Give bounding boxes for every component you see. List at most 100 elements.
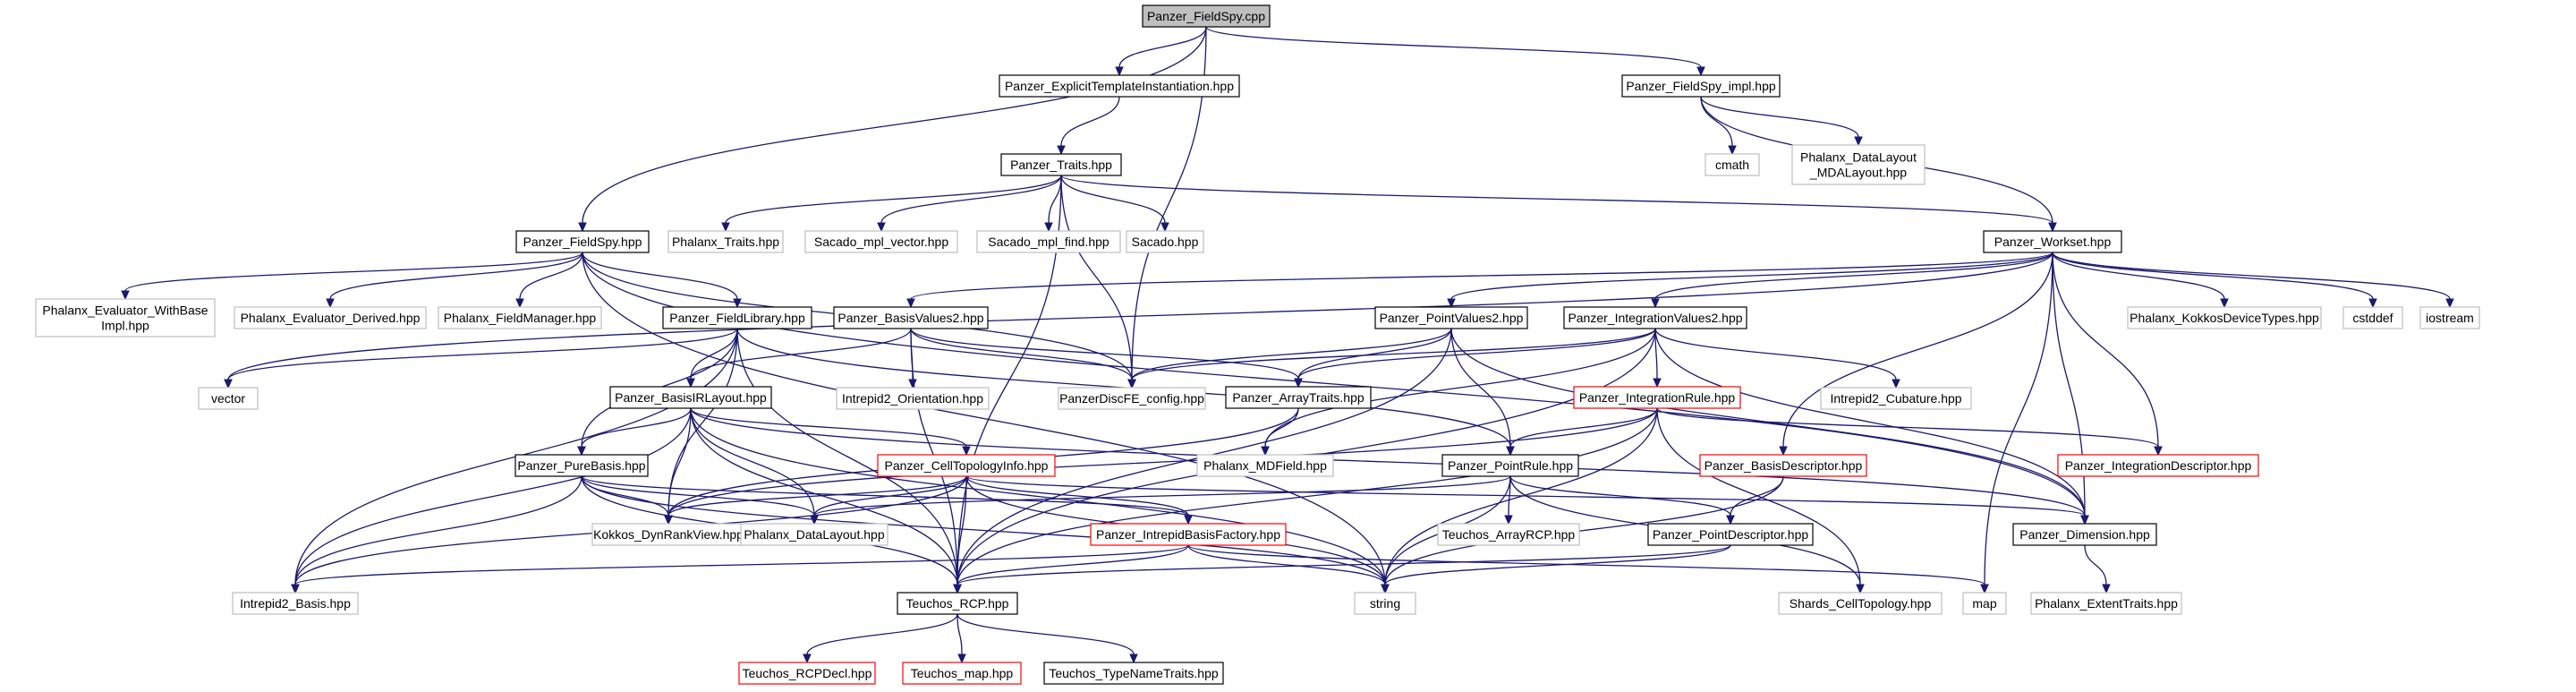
edge-line: [910, 328, 1299, 380]
edge-teuchos_rcp-to-teuchos_rcpdecl: [803, 613, 958, 664]
edge-line: [1060, 175, 2053, 224]
node-sacado[interactable]: Sacado.hpp: [1126, 230, 1204, 253]
node-point-values2[interactable]: Panzer_PointValues2.hpp: [1374, 306, 1528, 329]
edge-arrowhead: [2154, 446, 2163, 457]
node-array-traits[interactable]: Panzer_ArrayTraits.hpp: [1225, 386, 1372, 409]
edge-cell_topo_info-to-kokkos_drv: [664, 475, 967, 525]
node-intrepid2-cub[interactable]: Intrepid2_Cubature.hpp: [1820, 387, 1972, 410]
node-intrepid-bf[interactable]: Panzer_IntrepidBasisFactory.hpp: [1090, 523, 1287, 546]
node-basis-desc[interactable]: Panzer_BasisDescriptor.hpp: [1699, 454, 1867, 477]
edge-line: [1118, 26, 1207, 68]
edge-dimension-to-phx_extent: [2084, 544, 2111, 594]
node-mda-layout[interactable]: Phalanx_DataLayout_MDALayout.hpp: [1791, 144, 1926, 185]
node-fieldspy-hpp[interactable]: Panzer_FieldSpy.hpp: [515, 230, 650, 253]
edge-line: [1131, 328, 1452, 380]
edge-arrowhead: [1044, 222, 1053, 233]
edge-fieldspy_cpp-to-explicit_ti: [1115, 26, 1207, 77]
node-teuchos-tnt[interactable]: Teuchos_TypeNameTraits.hpp: [1043, 662, 1224, 685]
edge-line: [690, 407, 958, 585]
node-sacado-find[interactable]: Sacado_mpl_find.hpp: [976, 230, 1121, 253]
node-basis-irlayout[interactable]: Panzer_BasisIRLayout.hpp: [609, 386, 772, 409]
edge-cell_topo_info-to-intrepid_bf: [965, 475, 1193, 525]
node-point-desc[interactable]: Panzer_PointDescriptor.hpp: [1647, 523, 1814, 546]
edge-line: [1700, 96, 1859, 138]
node-teuchos-rcp[interactable]: Teuchos_RCP.hpp: [897, 592, 1018, 615]
edge-line: [910, 328, 1133, 380]
node-label: Panzer_FieldSpy.cpp: [1147, 9, 1265, 23]
edge-line: [294, 407, 692, 585]
node-dimension[interactable]: Panzer_Dimension.hpp: [2012, 523, 2157, 546]
node-teuchos-arcp[interactable]: Teuchos_ArrayRCP.hpp: [1437, 523, 1580, 546]
edge-arrowhead: [906, 298, 915, 309]
node-teuchos-map[interactable]: Teuchos_map.hpp: [902, 662, 1022, 685]
node-workset[interactable]: Panzer_Workset.hpp: [1983, 230, 2122, 253]
edge-line: [1654, 252, 2053, 300]
edge-line: [1509, 475, 1731, 517]
node-box: [232, 592, 359, 615]
node-pure-basis[interactable]: Panzer_PureBasis.hpp: [514, 454, 649, 477]
node-phx-fm[interactable]: Phalanx_FieldManager.hpp: [438, 306, 602, 329]
edge-integ_rule-to-point_rule: [1506, 407, 1658, 457]
node-iostream[interactable]: iostream: [2419, 306, 2480, 329]
node-cell-topo-info[interactable]: Panzer_CellTopologyInfo.hpp: [877, 454, 1056, 477]
node-label: map: [1972, 596, 1996, 611]
node-label: Kokkos_DynRankView.hpp: [593, 527, 744, 542]
node-phx-eval-der[interactable]: Phalanx_Evaluator_Derived.hpp: [234, 306, 427, 329]
node-map[interactable]: map: [1962, 592, 2007, 615]
node-label: Panzer_Dimension.hpp: [2019, 527, 2150, 542]
node-box: [1441, 454, 1579, 477]
node-fieldspy-cpp[interactable]: Panzer_FieldSpy.cpp: [1142, 4, 1271, 28]
node-cmath[interactable]: cmath: [1705, 153, 1760, 176]
node-kokkos-drv[interactable]: Kokkos_DynRankView.hpp: [591, 523, 745, 546]
node-fieldspy-impl[interactable]: Panzer_FieldSpy_impl.hpp: [1621, 74, 1781, 98]
edge-arrowhead: [1856, 584, 1865, 594]
edge-integ_values2-to-array_traits: [1294, 328, 1656, 389]
edge-arrowhead: [1728, 145, 1737, 156]
node-cstddef[interactable]: cstddef: [2342, 306, 2403, 329]
node-phx-extent[interactable]: Phalanx_ExtentTraits.hpp: [2030, 592, 2182, 615]
node-explicit-ti[interactable]: Panzer_ExplicitTemplateInstantiation.hpp: [999, 74, 1240, 98]
node-traits[interactable]: Panzer_Traits.hpp: [1000, 153, 1122, 176]
edge-point_desc-to-teuchos_rcp: [953, 544, 1731, 594]
edge-line: [690, 407, 967, 448]
edge-line: [581, 475, 1386, 585]
node-disc-fe-config[interactable]: PanzerDiscFE_config.hpp: [1058, 387, 1206, 410]
edge-array_traits-to-phx_mdfield: [1261, 407, 1299, 457]
node-box: [2057, 454, 2259, 477]
edge-arrowhead: [1447, 298, 1456, 309]
node-vector[interactable]: vector: [198, 387, 259, 410]
edge-basis_irlayout-to-cell_topo_info: [690, 407, 971, 457]
node-integ-values2[interactable]: Panzer_IntegrationValues2.hpp: [1563, 306, 1747, 329]
edge-arrowhead: [1381, 584, 1390, 594]
edge-line: [1131, 328, 1656, 380]
node-sacado-vec[interactable]: Sacado_mpl_vector.hpp: [804, 230, 958, 253]
node-phx-kokkos-dt[interactable]: Phalanx_KokkosDeviceTypes.hpp: [2127, 306, 2322, 329]
edge-line: [806, 613, 958, 655]
node-phx-datalayout[interactable]: Phalanx_DataLayout.hpp: [740, 523, 888, 546]
edge-layer: [121, 26, 2454, 664]
edge-line: [813, 475, 1511, 517]
node-integ-desc[interactable]: Panzer_IntegrationDescriptor.hpp: [2057, 454, 2259, 477]
node-shards-ct[interactable]: Shards_CellTopology.hpp: [1778, 592, 1943, 615]
node-string[interactable]: string: [1354, 592, 1416, 615]
node-teuchos-rcpdecl[interactable]: Teuchos_RCPDecl.hpp: [738, 662, 876, 685]
node-intrepid2-basis[interactable]: Intrepid2_Basis.hpp: [232, 592, 359, 615]
edge-arrowhead: [957, 654, 966, 664]
edge-teuchos_rcp-to-teuchos_map: [956, 613, 966, 664]
edge-line: [1656, 407, 2159, 448]
edge-arrowhead: [2445, 298, 2454, 309]
node-label: Panzer_CellTopologyInfo.hpp: [885, 458, 1049, 473]
node-intrepid2-orient[interactable]: Intrepid2_Orientation.hpp: [836, 387, 990, 410]
node-box: [738, 662, 876, 685]
node-phx-mdfield[interactable]: Phalanx_MDField.hpp: [1196, 454, 1334, 477]
node-basis-values2[interactable]: Panzer_BasisValues2.hpp: [833, 306, 989, 329]
edge-point_rule-to-point_desc: [1509, 475, 1735, 525]
edge-line: [1730, 475, 1784, 517]
edge-arrowhead: [1129, 654, 1138, 664]
node-field-lib[interactable]: Panzer_FieldLibrary.hpp: [662, 306, 812, 329]
edge-basis_values2-to-basis_irlayout: [686, 328, 912, 389]
node-integ-rule[interactable]: Panzer_IntegrationRule.hpp: [1573, 386, 1741, 409]
node-phx-traits[interactable]: Phalanx_Traits.hpp: [667, 230, 784, 253]
node-point-rule[interactable]: Panzer_PointRule.hpp: [1441, 454, 1579, 477]
